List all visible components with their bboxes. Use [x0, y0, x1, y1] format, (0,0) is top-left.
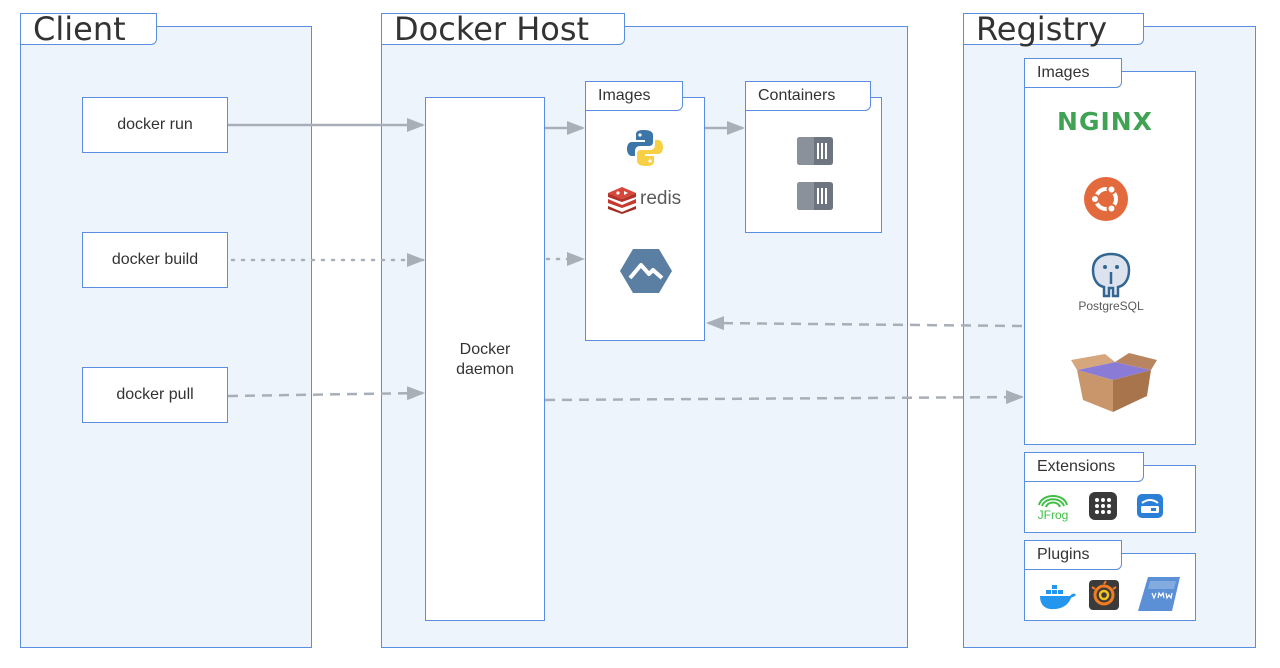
container-icon [797, 182, 833, 210]
docker-build-command[interactable]: docker build [82, 232, 228, 288]
docker-pull-command[interactable]: docker pull [82, 367, 228, 423]
registry-title: Registry [963, 13, 1144, 45]
jfrog-icon [1038, 495, 1068, 508]
grid-app-icon [1089, 492, 1117, 520]
pull-arrow [227, 386, 425, 401]
alpine-icon [620, 249, 672, 293]
docker-daemon-box[interactable]: Docker daemon [425, 97, 545, 621]
registry-images-title: Images [1024, 58, 1122, 88]
box-icon [1071, 353, 1157, 412]
redis-icon [608, 187, 636, 214]
host-images-title: Images [585, 81, 683, 111]
grafana-icon [1089, 580, 1119, 610]
client-title: Client [20, 13, 157, 45]
daemon-to-registry-arrow [544, 390, 1024, 405]
nginx-icon: NGINX [1057, 107, 1153, 136]
docker-whale-icon [1040, 585, 1076, 610]
plugins-title: Plugins [1024, 540, 1122, 570]
ubuntu-icon [1084, 177, 1128, 221]
container-icon [797, 137, 833, 165]
daemon-label-line1: Docker [459, 341, 511, 358]
daemon-label-line2: daemon [456, 361, 514, 378]
redis-label: redis [640, 188, 682, 209]
postgresql-icon [1091, 252, 1131, 298]
storage-icon [1137, 494, 1163, 518]
containers-title: Containers [745, 81, 871, 111]
docker-host-title: Docker Host [381, 13, 625, 45]
vmware-icon [1138, 577, 1180, 611]
python-icon [627, 130, 663, 166]
docker-run-command[interactable]: docker run [82, 97, 228, 153]
postgresql-label: PostgreSQL [1078, 299, 1144, 313]
extensions-title: Extensions [1024, 452, 1144, 482]
jfrog-label: JFrog [1037, 508, 1069, 522]
registry-to-images-arrow [706, 316, 1023, 331]
